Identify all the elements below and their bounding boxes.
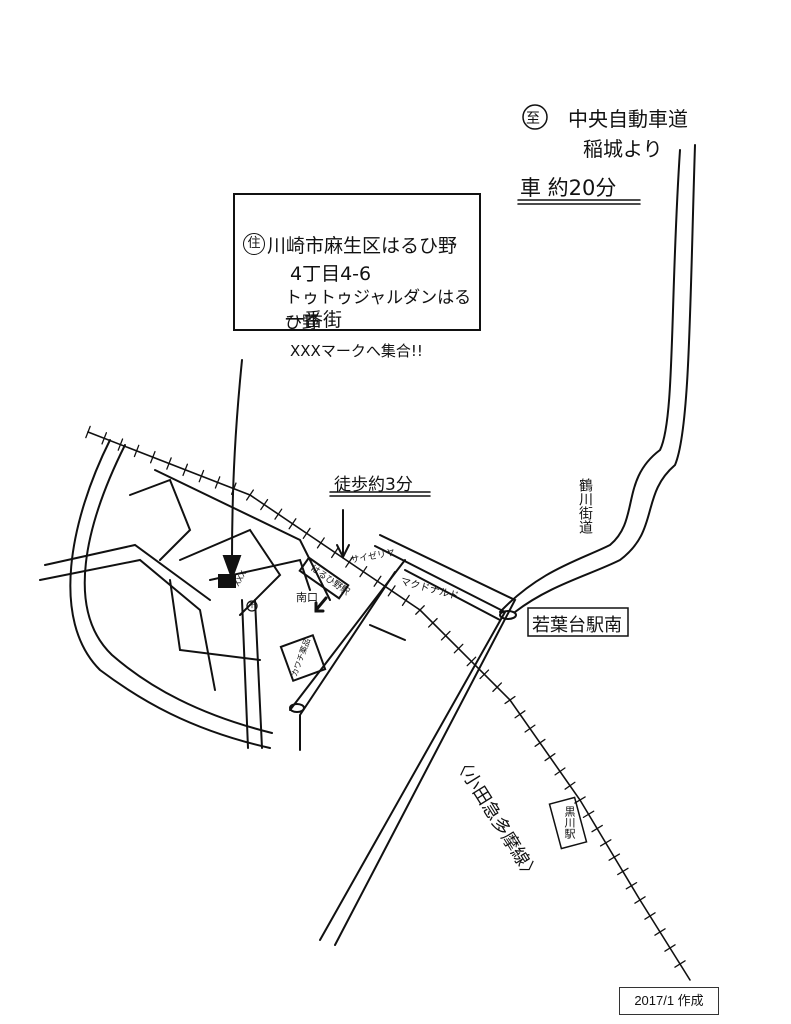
road-ne-a xyxy=(404,569,501,621)
walk-arrow xyxy=(336,509,350,560)
railway-tick xyxy=(492,682,503,693)
road-block-2 xyxy=(179,528,282,616)
to-mark-circle xyxy=(522,104,548,130)
road-tsurukawa-east xyxy=(514,144,696,613)
address-line2: 4丁目4-6 xyxy=(290,263,372,285)
road-west-2 xyxy=(44,543,211,601)
railway-tick xyxy=(198,469,205,483)
from-label: 稲城より xyxy=(583,137,663,161)
road-station-b xyxy=(299,571,396,751)
address-line3: トゥトゥジャルダンはるひ野 xyxy=(285,288,472,333)
railway-tick xyxy=(117,438,124,451)
railway-tick xyxy=(582,810,595,819)
railway-tick xyxy=(524,724,536,733)
railway-tick xyxy=(664,944,676,952)
railway-tick xyxy=(359,566,368,578)
station-box xyxy=(298,556,350,600)
walk-time-label: 徒歩約3分 xyxy=(334,475,413,495)
road-main-b xyxy=(334,534,517,946)
address-box: 住 川崎市麻生区はるひ野 4丁目4-6 トゥトゥジャルダンはるひ野 一番街 xyxy=(233,193,481,333)
road-loop xyxy=(69,439,271,749)
railway-tick xyxy=(330,546,340,559)
railway-tick xyxy=(401,594,410,607)
railway-tick xyxy=(149,450,156,464)
railway-tick xyxy=(373,575,382,587)
railway-tick xyxy=(554,767,566,776)
road-west xyxy=(39,558,216,691)
road-loop-inner xyxy=(83,444,273,734)
railway-tick xyxy=(591,824,603,833)
railway-tick xyxy=(427,617,438,628)
railway-tick xyxy=(625,881,638,890)
wakabadai-label: 若葉台駅南 xyxy=(532,615,622,636)
railway-tick xyxy=(166,457,172,470)
address-line4: 一番街 xyxy=(285,309,343,331)
railway-ticks xyxy=(85,425,686,968)
railway-tick xyxy=(302,527,311,539)
road-vert-2 xyxy=(241,599,249,749)
road-vert xyxy=(254,599,263,749)
road-south xyxy=(369,624,406,641)
railway-tick xyxy=(644,912,656,920)
railway-tick xyxy=(387,585,396,597)
road-block xyxy=(129,478,192,561)
address-line1: 川崎市麻生区はるひ野 xyxy=(267,235,458,257)
wakabadai-box xyxy=(527,607,629,637)
signal-wakabadai xyxy=(499,610,517,620)
railway-tick xyxy=(133,444,140,458)
railway-tick xyxy=(316,537,325,549)
car-time-label: 車 約20分 xyxy=(520,176,617,200)
to-mark: 至 xyxy=(526,111,540,127)
road-north xyxy=(154,469,331,601)
south-exit-arrow xyxy=(314,596,328,613)
railway-tick xyxy=(440,630,451,641)
railway-tick xyxy=(608,853,621,861)
railway-tick xyxy=(514,710,526,719)
railway-tick xyxy=(453,643,464,654)
railway-tick xyxy=(274,508,283,520)
railway-tick xyxy=(634,896,646,904)
post-office-mark xyxy=(246,600,258,612)
railway-tick xyxy=(617,867,629,876)
railway-tick xyxy=(654,928,666,936)
pointer-arrow-head xyxy=(222,555,242,581)
railway-tick xyxy=(288,518,297,530)
railway-tick xyxy=(245,489,255,501)
address-mark: 住 xyxy=(243,233,265,255)
highway-label: 中央自動車道 xyxy=(568,107,688,131)
signal-station xyxy=(289,703,305,713)
railway-tick xyxy=(182,463,189,477)
railway-tick xyxy=(260,498,269,511)
railway-tick xyxy=(466,656,477,667)
railway-tick xyxy=(85,425,91,439)
underline-car xyxy=(517,199,641,205)
railway-tick xyxy=(674,960,686,968)
railway-tick xyxy=(544,753,556,762)
railway-line xyxy=(87,431,691,981)
tsurukawa-label: 鶴川街道 xyxy=(577,478,593,534)
railway-tick xyxy=(479,669,490,680)
railway-tick xyxy=(534,738,546,747)
destination-building xyxy=(218,574,236,588)
railway-tick xyxy=(564,781,576,790)
road-east-small xyxy=(209,558,311,591)
kurokawa-label: 黒川駅 xyxy=(563,806,576,839)
railway-tick xyxy=(214,476,221,489)
created-date: 2017/1 作成 xyxy=(619,987,719,1015)
meeting-note: XXXマークへ集合!! xyxy=(290,342,423,360)
kurokawa-box xyxy=(548,796,588,850)
railway-tick xyxy=(599,839,612,847)
railway-tick xyxy=(101,432,108,445)
kawachi-box xyxy=(279,633,327,683)
post-mark: 〒 xyxy=(248,601,256,610)
road-tsurukawa-west xyxy=(499,149,681,613)
underline-walk xyxy=(329,491,431,497)
railway-tick xyxy=(415,605,425,615)
road-mid xyxy=(169,579,261,661)
railway-tick xyxy=(504,695,516,705)
railway-tick xyxy=(345,556,354,568)
pointer-arrow-line xyxy=(231,359,243,561)
south-exit-label: 南口 xyxy=(296,591,318,604)
